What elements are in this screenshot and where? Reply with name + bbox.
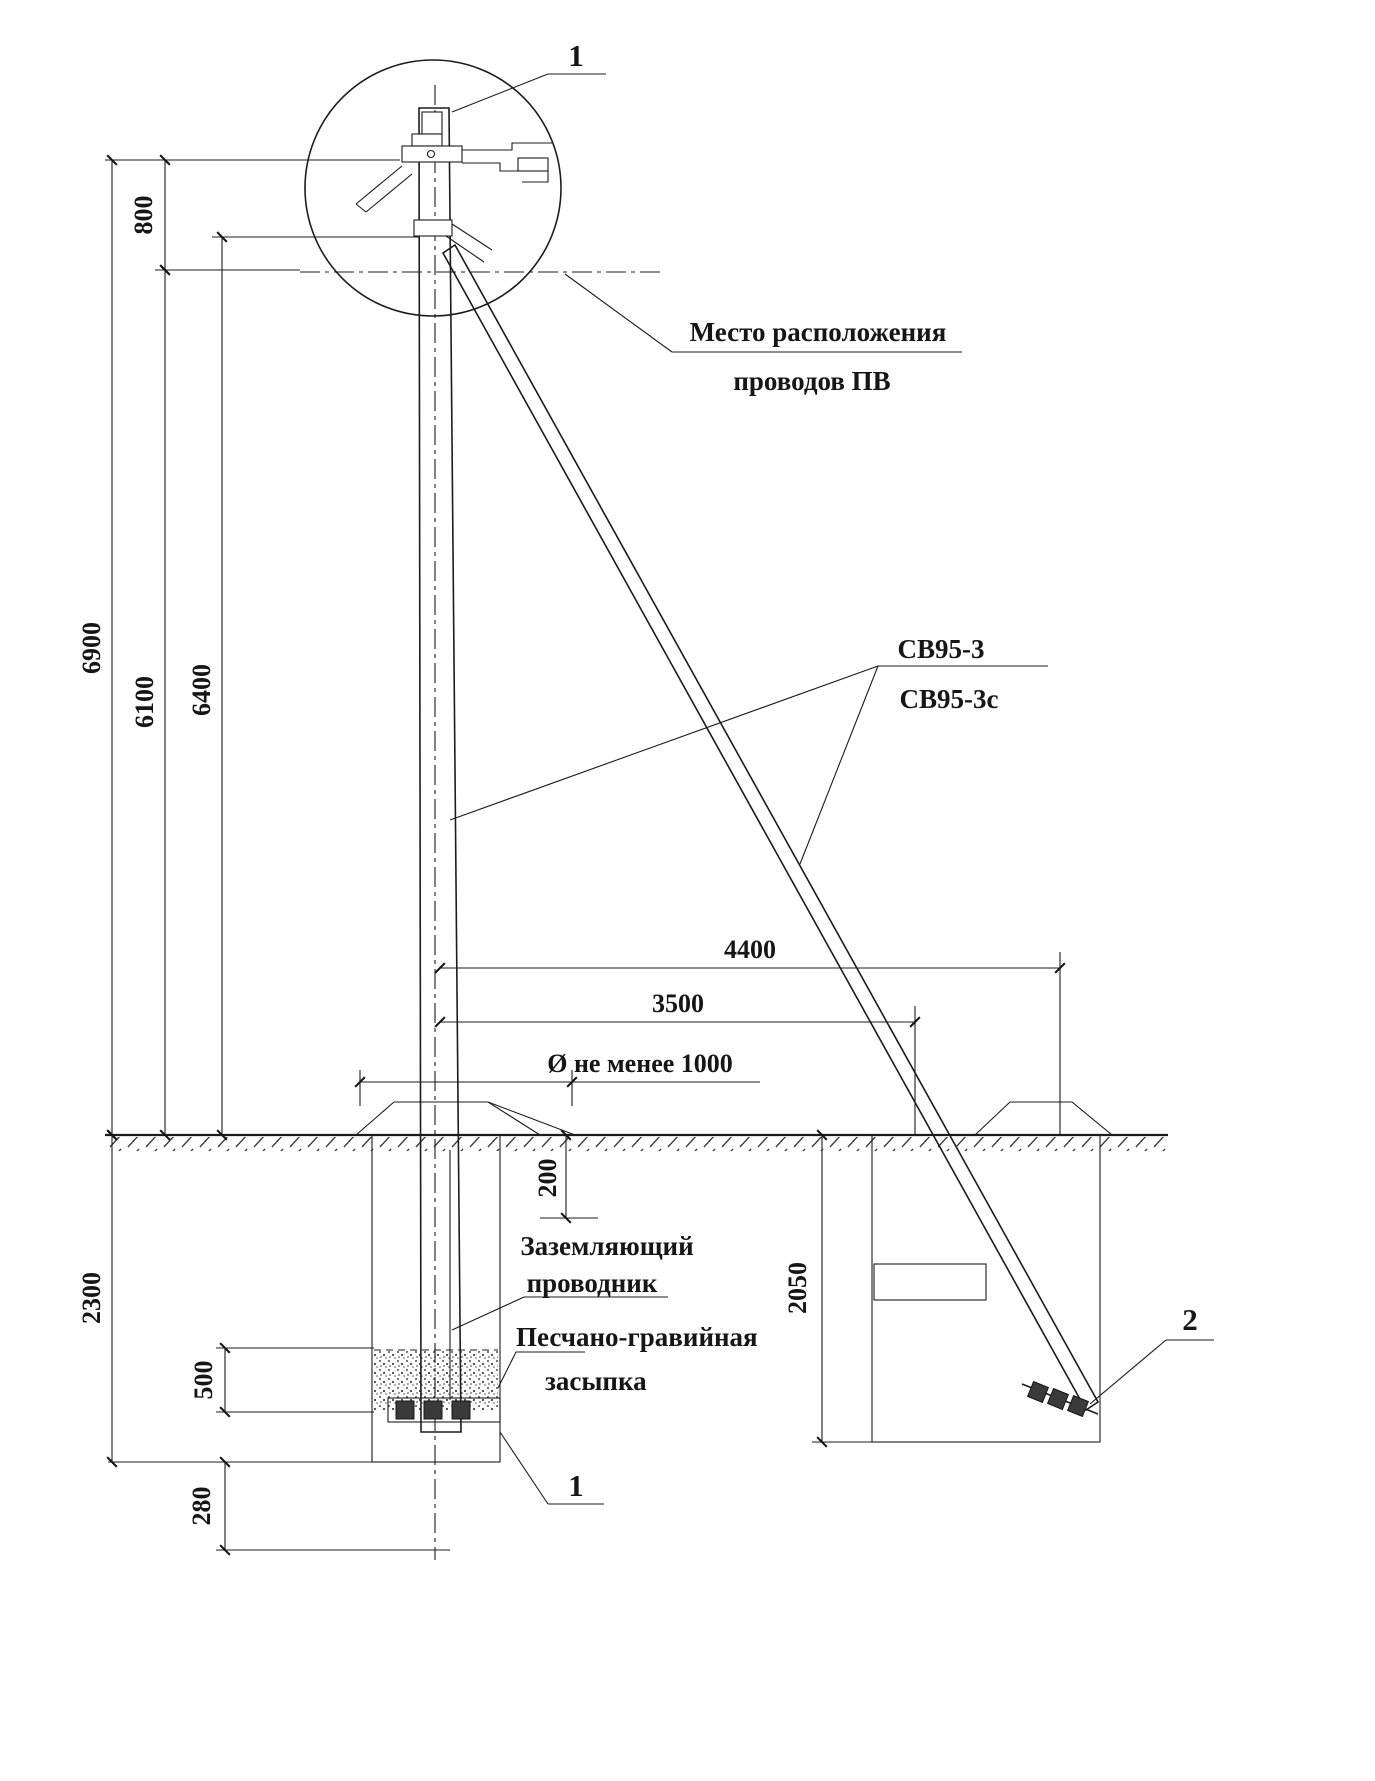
dim-4400: 4400 [724, 935, 776, 964]
extension-lines [105, 159, 1061, 1551]
dim-500: 500 [189, 1361, 218, 1400]
detail-circle [304, 59, 562, 317]
pole-pit [354, 1101, 576, 1463]
pole-anchor-plate [387, 1397, 501, 1423]
dim-2300: 2300 [77, 1272, 106, 1324]
dimension-lines [106, 154, 1066, 1556]
pole-type-label-line2: СВ95-3с [900, 684, 999, 714]
detail-marker-bottom: 1 [568, 1468, 584, 1503]
backfill-label-line2: засыпка [545, 1366, 647, 1396]
strut-anchor-plate [1021, 1380, 1099, 1418]
wires-location-label-line1: Место расположения [690, 317, 947, 347]
dim-6400: 6400 [187, 664, 216, 716]
dim-800: 800 [129, 196, 158, 235]
grounding-label-line1: Заземляющий [520, 1231, 693, 1261]
dim-2050: 2050 [783, 1262, 812, 1314]
leader-lines [449, 73, 1214, 1505]
detail-marker-top: 1 [568, 38, 584, 73]
backfill-label-line1: Песчано-гравийная [516, 1322, 758, 1352]
annotations: 1 Место расположения проводов ПВ СВ95-3 … [516, 38, 1198, 1503]
pole-top-hardware [355, 111, 552, 263]
dimension-texts: 800 6900 6100 6400 4400 3500 Ø не менее … [77, 196, 812, 1526]
dim-280: 280 [187, 1487, 216, 1526]
dim-pit-diameter: Ø не менее 1000 [547, 1049, 733, 1078]
dim-200: 200 [533, 1159, 562, 1198]
dim-3500: 3500 [652, 989, 704, 1018]
detail-marker-strut: 2 [1182, 1302, 1198, 1337]
wires-location-label-line2: проводов ПВ [733, 366, 890, 396]
ground-line [105, 1133, 1168, 1151]
dim-6900: 6900 [77, 622, 106, 674]
pole [418, 85, 462, 1560]
pole-type-label-line1: СВ95-3 [898, 634, 985, 664]
dim-6100: 6100 [130, 676, 159, 728]
grounding-label-line2: проводник [527, 1268, 658, 1298]
